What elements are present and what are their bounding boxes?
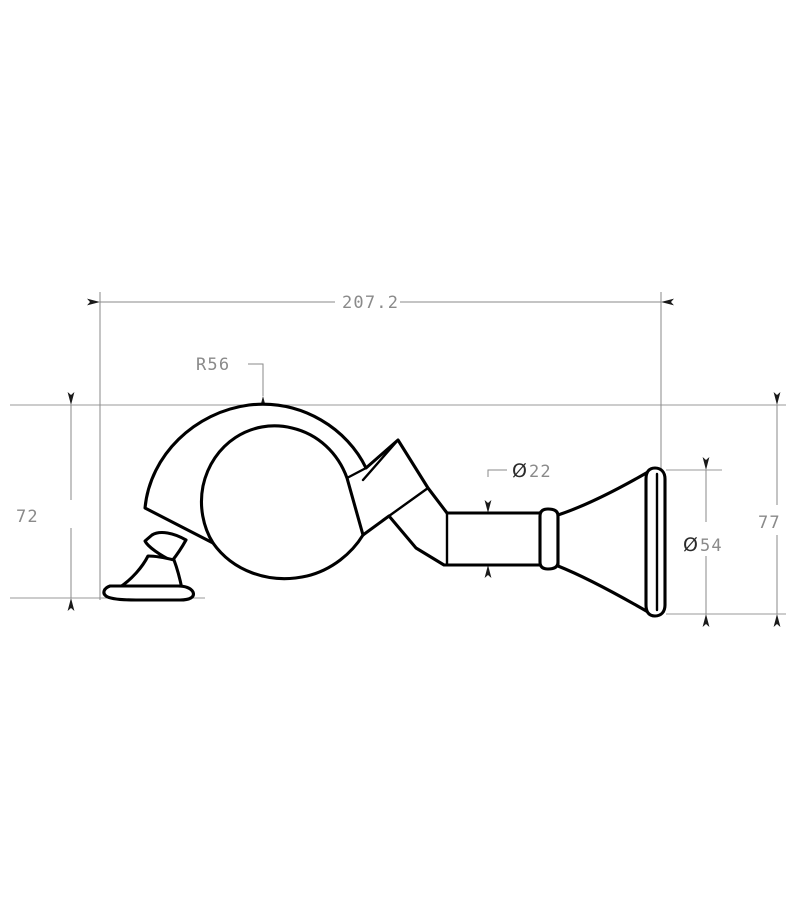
facet-line-2 <box>361 438 400 482</box>
dimension-bend-radius: R56 <box>196 355 267 409</box>
dim-label-tube-diameter: 22 <box>529 462 552 482</box>
dim-label-flange-diameter: 54 <box>700 536 723 556</box>
spout-bell-rim <box>102 584 195 602</box>
facet-line-3 <box>387 486 430 518</box>
wall-flange-cone <box>556 470 650 614</box>
tube-flange-collar <box>538 507 560 571</box>
spout-inner-arc <box>199 424 365 545</box>
spout-bell-flare <box>115 554 184 591</box>
dimension-right-height: 77 <box>758 392 781 627</box>
dimension-overall-length: 207.2 <box>87 293 674 313</box>
spout-body-outline <box>143 402 550 581</box>
leader-line-bend-radius <box>248 363 267 409</box>
dim-label-left-height: 72 <box>16 507 39 527</box>
leader-line-tube-diameter <box>487 469 507 477</box>
spout-ring-band <box>143 530 188 563</box>
diameter-symbol-flange: Ø <box>683 534 698 556</box>
diameter-symbol-tube: Ø <box>512 460 527 482</box>
facet-line-1 <box>345 466 368 480</box>
dim-label-bend-radius: R56 <box>196 355 230 375</box>
dim-label-right-height: 77 <box>758 513 781 533</box>
dimension-left-height: 72 <box>16 392 75 611</box>
reference-lines <box>10 292 786 615</box>
dimension-flange-diameter: Ø 54 <box>683 457 723 627</box>
dim-label-overall-length: 207.2 <box>342 293 399 313</box>
wall-plate-edge <box>644 466 667 618</box>
spout-part-geometry <box>102 402 667 618</box>
